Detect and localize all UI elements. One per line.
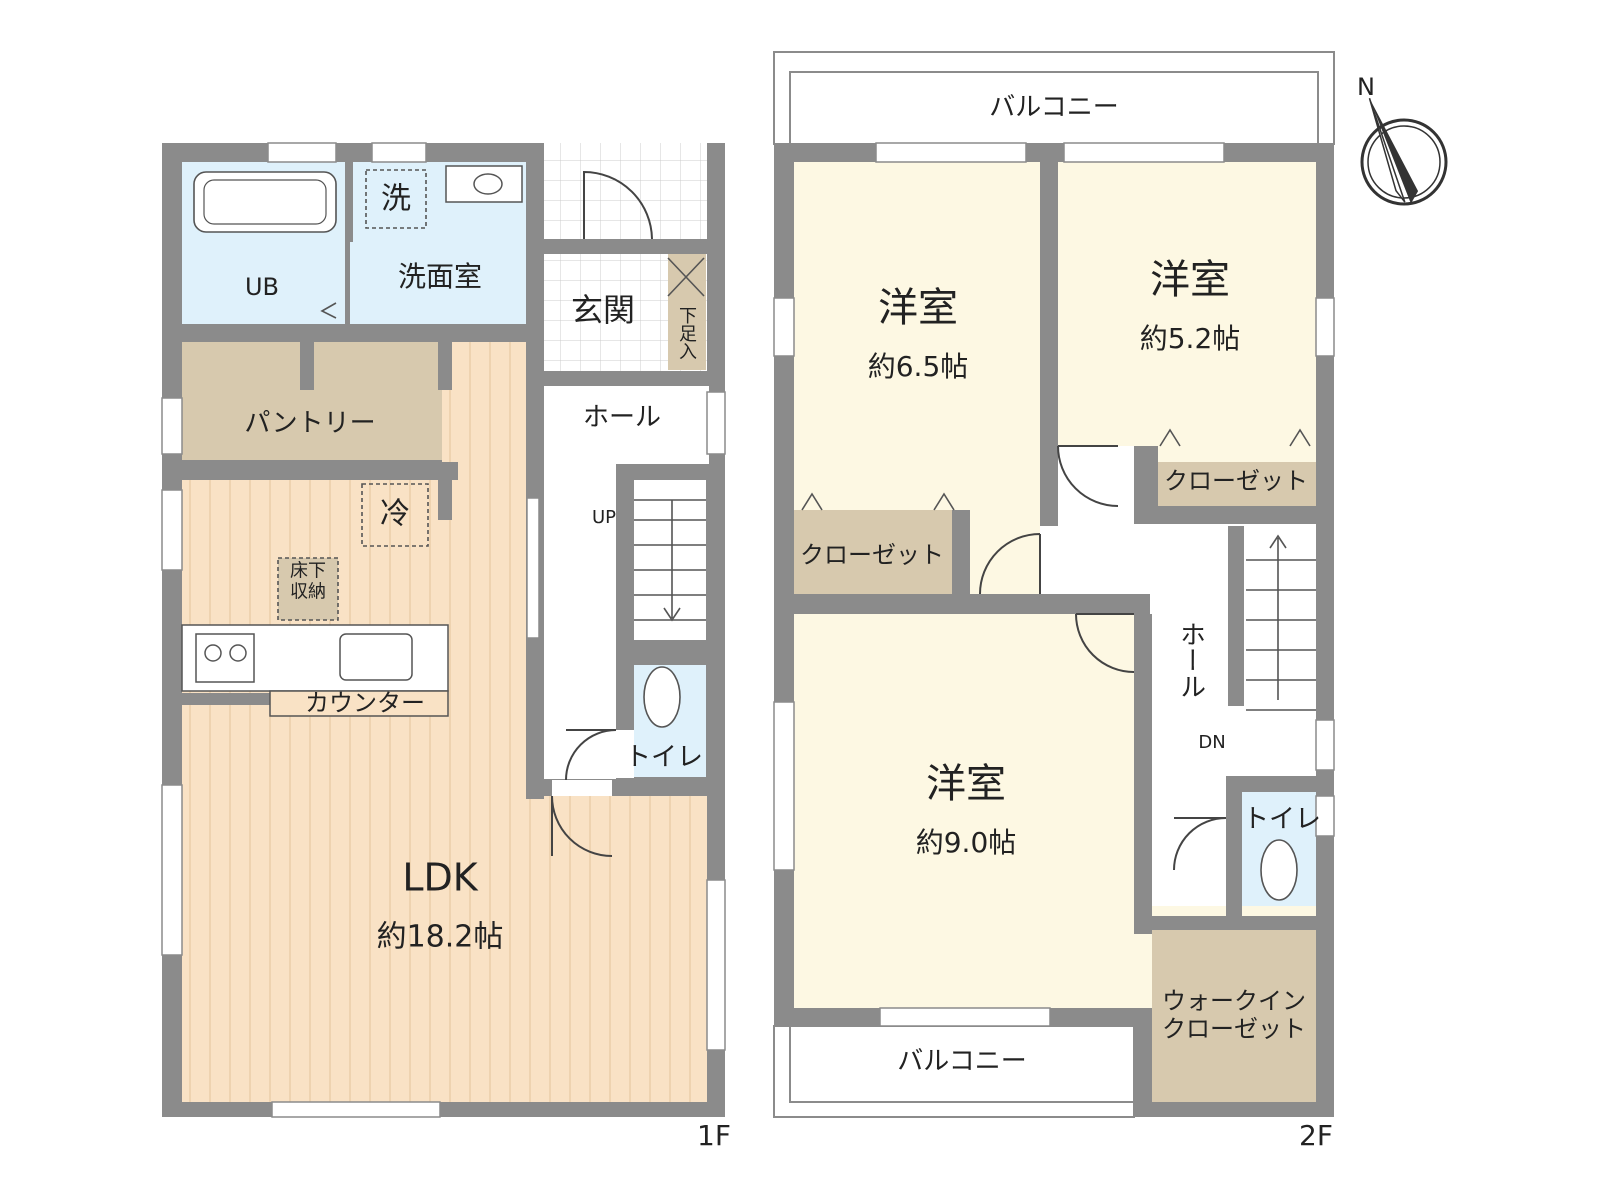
stairs-arrow-icon — [663, 500, 681, 622]
stairs — [634, 480, 706, 640]
room-c-size-label: 約9.0帖 — [916, 826, 1017, 859]
compass-icon: N — [1357, 73, 1448, 206]
ldk-area — [182, 704, 527, 1102]
hall-2f-label: ホール — [1176, 621, 1206, 699]
toilet-2f-door[interactable] — [1173, 817, 1227, 871]
sink-icon — [445, 165, 523, 203]
fridge-label: 冷 — [380, 497, 410, 532]
hall-area — [544, 386, 709, 464]
hall-corridor — [544, 464, 616, 779]
stairs-2f-arrow-icon — [1269, 534, 1287, 700]
shoe-storage-label: 下足入 — [676, 306, 697, 360]
ldk-size-label: 約18.2帖 — [377, 920, 504, 955]
entrance-label: 玄関 — [571, 291, 635, 329]
washer-label: 洗 — [381, 182, 411, 217]
toilet-2f-label: トイレ — [1243, 805, 1321, 835]
floor2-level-label: 2F — [1299, 1119, 1333, 1152]
toilet-label: トイレ — [625, 743, 703, 773]
room-a-size-label: 約6.5帖 — [868, 350, 969, 383]
room-b-label: 洋室 — [1150, 257, 1230, 303]
walk-in-closet-label: ウォークインクローゼット — [1162, 987, 1306, 1043]
floor1-level-label: 1F — [697, 1119, 731, 1152]
stairs-2f — [1246, 526, 1316, 776]
room-b — [1058, 162, 1316, 462]
room-b-door[interactable] — [1057, 445, 1119, 507]
room-a-door[interactable] — [979, 533, 1041, 595]
washer-space — [365, 169, 427, 229]
north-balcony-label: バルコニー — [989, 93, 1118, 123]
north-label: N — [1357, 73, 1375, 101]
pantry-label: パントリー — [244, 409, 375, 439]
washroom-label: 洗面室 — [398, 260, 482, 293]
entrance-door[interactable] — [583, 170, 653, 240]
bath-label: UB — [245, 273, 279, 301]
closet-b-label: クローゼット — [1164, 467, 1308, 495]
fridge-space — [361, 483, 429, 547]
stairs-up-label: UP — [592, 507, 616, 528]
counter-label: カウンター — [305, 689, 425, 717]
toilet-icon — [643, 666, 681, 728]
floor-2: バルコニー 洋室 約6.5帖 洋室 約5.2帖 クローゼット クローゼット ホー… — [773, 51, 1335, 1152]
room-c — [794, 614, 1144, 1008]
ldk-door[interactable] — [551, 795, 613, 857]
stairs-down-label: DN — [1198, 732, 1225, 753]
shoe-storage — [668, 254, 706, 370]
room-c-label: 洋室 — [926, 761, 1006, 807]
walk-in-closet — [1152, 930, 1316, 1102]
room-a-label: 洋室 — [878, 285, 958, 331]
kitchen-sink-icon — [339, 633, 413, 681]
south-balcony-label: バルコニー — [897, 1047, 1026, 1077]
toilet-door[interactable] — [565, 729, 617, 781]
closet-a — [794, 510, 952, 594]
floor-1: UB 洗 洗面室 玄関 下足入 パントリー 冷 床下収納 カウンター ホール U… — [161, 142, 731, 1152]
stove-icon — [195, 633, 255, 683]
closet-b — [1158, 462, 1316, 506]
room-b-size-label: 約5.2帖 — [1140, 322, 1241, 355]
hall-label: ホール — [583, 403, 661, 433]
ldk-label: LDK — [402, 856, 478, 900]
porch-tiles — [544, 143, 707, 239]
room-c-door[interactable] — [1075, 613, 1135, 673]
underfloor-storage — [277, 557, 339, 621]
closet-a-label: クローゼット — [800, 541, 944, 569]
toilet-2f-icon — [1260, 839, 1298, 901]
bathtub-icon — [193, 171, 337, 233]
underfloor-storage-label: 床下収納 — [290, 561, 326, 603]
